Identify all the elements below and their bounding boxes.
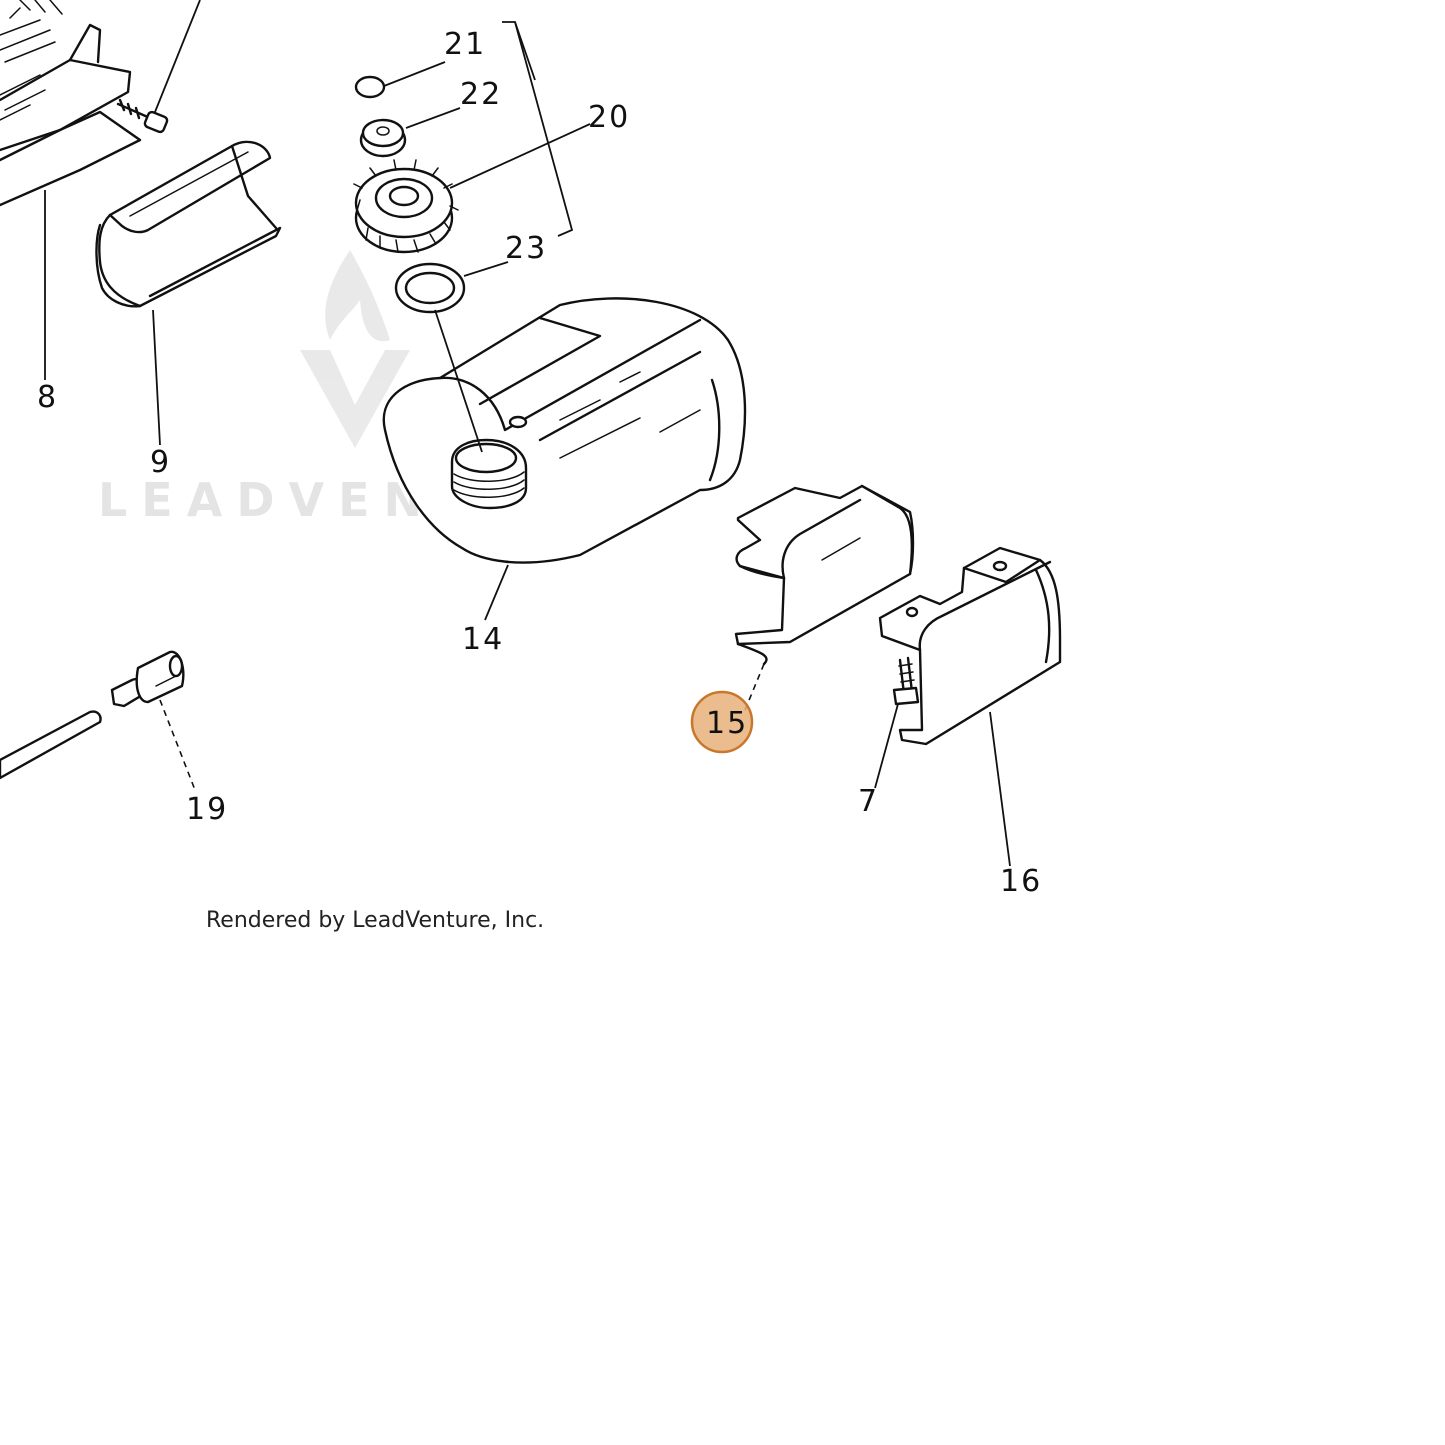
render-credit: Rendered by LeadVenture, Inc. (206, 908, 544, 933)
part-20-fuel-cap-drawing (353, 159, 459, 254)
callout-19[interactable]: 19 (186, 792, 228, 827)
leader-21 (383, 61, 446, 87)
highlight-marker-15[interactable] (690, 690, 754, 754)
part-8-housing-drawing (0, 0, 142, 207)
callout-20[interactable]: 20 (588, 100, 630, 135)
leader-20 (449, 123, 591, 189)
leader-8-bolt (154, 0, 201, 113)
leader-22 (405, 107, 461, 129)
part-21-plug-drawing (354, 75, 386, 99)
part-8-bolt-drawing (116, 98, 169, 134)
leader-7 (874, 703, 899, 789)
part-15-bracket-drawing (734, 484, 915, 666)
callout-7[interactable]: 7 (858, 784, 879, 819)
callout-15[interactable]: 15 (706, 706, 748, 741)
leader-16 (989, 711, 1011, 867)
leader-14 (484, 564, 509, 621)
part-7-bolt-drawing (892, 656, 920, 706)
callout-8[interactable]: 8 (37, 380, 58, 415)
leader-9 (152, 309, 161, 446)
callout-16[interactable]: 16 (1000, 864, 1042, 899)
watermark-logo-icon (300, 250, 410, 448)
callout-9[interactable]: 9 (150, 445, 171, 480)
part-19-fitting-drawing (0, 650, 185, 780)
callout-21[interactable]: 21 (444, 27, 486, 62)
bracket-21-23 (502, 21, 574, 237)
part-23-gasket-drawing (394, 262, 466, 314)
part-16-guard-drawing (878, 546, 1062, 746)
part-14-fuel-tank-drawing (382, 297, 747, 564)
callout-23[interactable]: 23 (505, 231, 547, 266)
callout-14[interactable]: 14 (462, 622, 504, 657)
leader-15 (744, 663, 765, 711)
part-22-grommet-drawing (359, 118, 407, 158)
leader-23-to-tank (434, 309, 483, 453)
leader-19 (159, 699, 196, 791)
bracket-21-23-inner (514, 21, 536, 81)
leader-23 (463, 261, 509, 277)
callout-22[interactable]: 22 (460, 77, 502, 112)
part-9-handle-drawing (95, 140, 282, 308)
